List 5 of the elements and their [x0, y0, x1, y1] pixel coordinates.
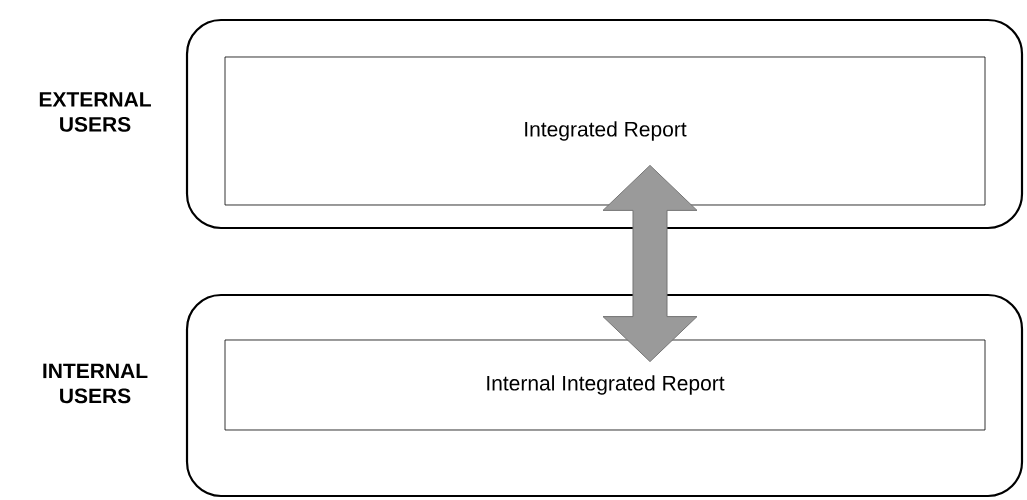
report-box: Internal Integrated Report	[224, 339, 986, 431]
report-box: Integrated Report	[224, 56, 986, 206]
double-arrow	[602, 164, 698, 363]
group-heading: INTERNAL USERS	[43, 363, 148, 404]
group-heading: EXTERNAL USERS	[39, 92, 151, 132]
